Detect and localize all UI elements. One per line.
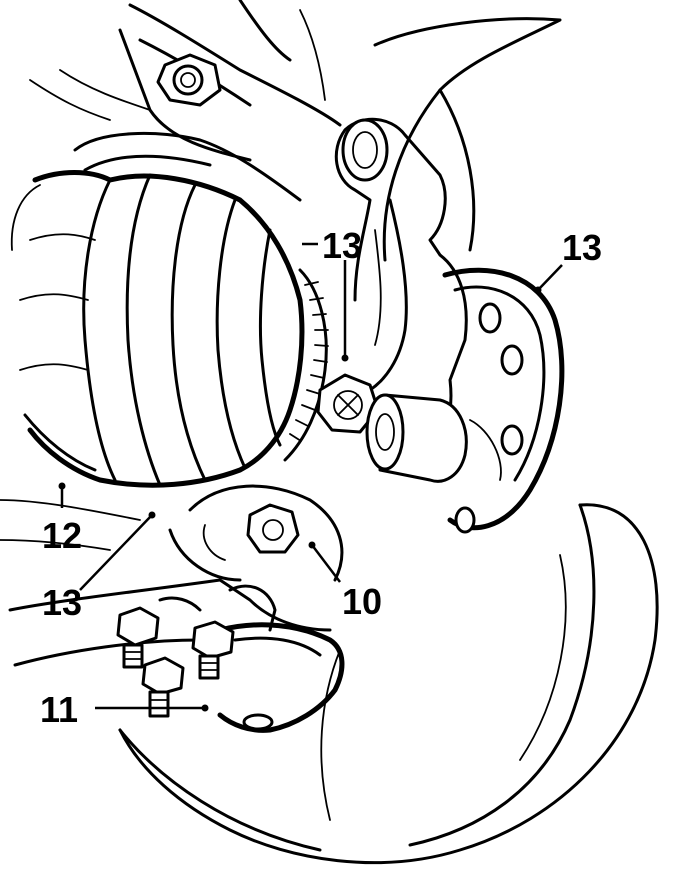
abs-sensor-ring: [283, 268, 329, 462]
callout-labels: 13 13 12 13 10 11: [40, 225, 602, 730]
tie-rod-bushing: [365, 393, 468, 483]
strut-nut: [156, 53, 222, 107]
bolt-bracket: [158, 584, 277, 632]
splash-shield: [118, 17, 659, 865]
bolt-3: [141, 656, 185, 718]
leader-13-right: [537, 264, 563, 291]
wheel-hub-flange: [442, 267, 565, 534]
callout-11: 11: [40, 689, 78, 730]
leader-lines: [58, 242, 563, 712]
lower-ball-joint: [168, 484, 344, 582]
heat-shield-plate: [217, 622, 345, 733]
mounting-bolts: [116, 606, 235, 718]
cv-boot: [10, 170, 305, 488]
leader-13-left: [79, 514, 153, 591]
bolt-1: [116, 606, 160, 669]
steering-knuckle: [334, 117, 468, 472]
lower-control-arm: [0, 499, 332, 667]
callout-13-top: 13: [322, 225, 362, 266]
callout-13-right: 13: [562, 227, 602, 268]
bolt-2: [191, 620, 235, 680]
leader-10: [311, 544, 341, 583]
callout-12: 12: [42, 515, 82, 556]
callout-13-left: 13: [42, 582, 82, 623]
callout-10: 10: [342, 581, 382, 622]
